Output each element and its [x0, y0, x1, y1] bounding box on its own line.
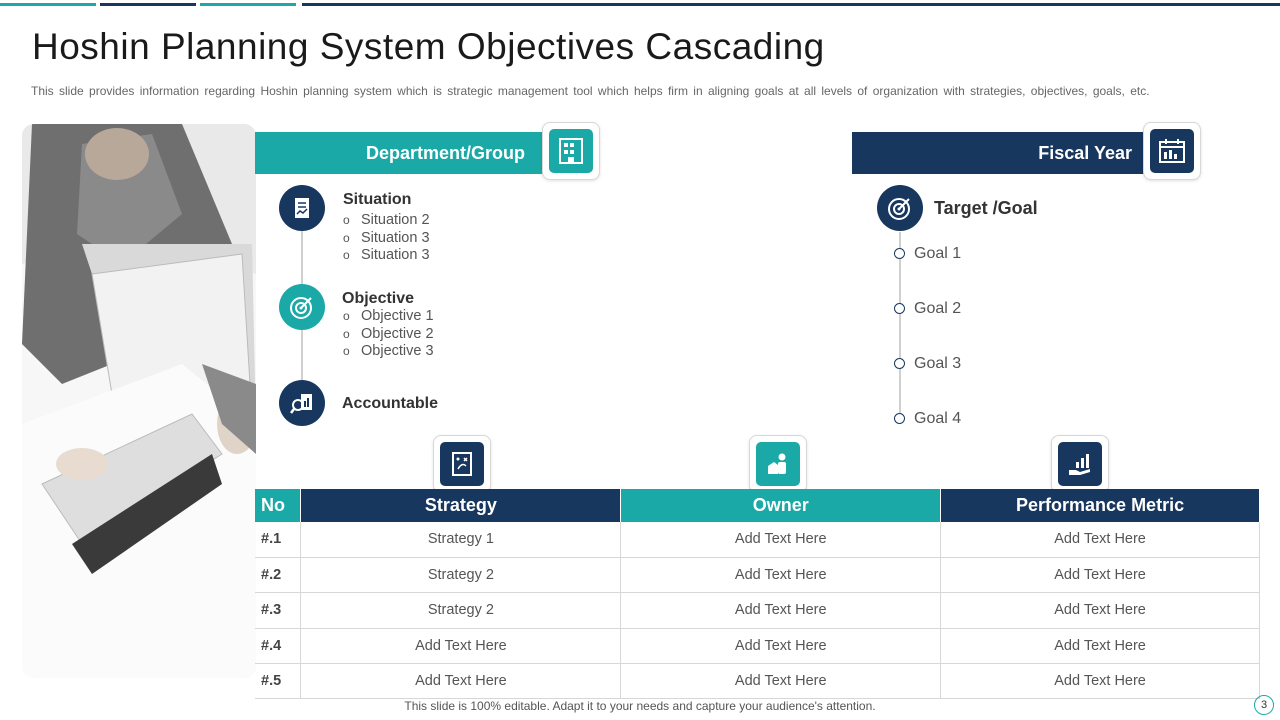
- list-item: Situation 3: [343, 230, 430, 248]
- top-accent-bar: [200, 3, 296, 6]
- goal-bullet-icon: [894, 248, 905, 259]
- col-header-owner: Owner: [620, 489, 942, 522]
- goal-timeline-line: [899, 232, 901, 422]
- cell-owner: Add Text Here: [620, 628, 942, 665]
- objective-heading: Objective: [342, 290, 415, 307]
- table-row: #.3 Strategy 2 Add Text Here Add Text He…: [255, 592, 1260, 629]
- metric-icon-box: [1051, 435, 1109, 493]
- cell-owner: Add Text Here: [620, 592, 942, 629]
- col-header-strategy: Strategy: [300, 489, 622, 522]
- cell-metric: Add Text Here: [940, 663, 1260, 700]
- cell-strategy: Strategy 2: [300, 592, 622, 629]
- col-header-no: No: [255, 489, 302, 522]
- department-group-header: Department/Group: [255, 132, 555, 174]
- magnifier-chart-icon: [279, 380, 325, 426]
- list-item: Objective 3: [343, 343, 434, 361]
- cell-no: #.5: [255, 663, 302, 700]
- goal-bullet-icon: [894, 303, 905, 314]
- page-number: 3: [1254, 695, 1274, 715]
- fiscal-year-header: Fiscal Year: [852, 132, 1158, 174]
- growth-hand-icon: [1058, 442, 1102, 486]
- goal-item: Goal 3: [894, 355, 961, 373]
- situation-heading: Situation: [343, 191, 412, 208]
- slide-subtitle: This slide provides information regardin…: [31, 84, 1150, 98]
- slide-title: Hoshin Planning System Objectives Cascad…: [32, 26, 825, 67]
- cell-owner: Add Text Here: [620, 557, 942, 594]
- goal-item: Goal 1: [894, 245, 961, 263]
- footer-note: This slide is 100% editable. Adapt it to…: [404, 699, 876, 713]
- cell-strategy: Add Text Here: [300, 628, 622, 665]
- list-item: Objective 1: [343, 308, 434, 326]
- cell-no: #.3: [255, 592, 302, 629]
- top-accent-bar: [100, 3, 196, 6]
- cell-metric: Add Text Here: [940, 592, 1260, 629]
- top-accent-bar: [302, 3, 1280, 6]
- cell-owner: Add Text Here: [620, 522, 942, 558]
- cell-strategy: Add Text Here: [300, 663, 622, 700]
- list-item: Situation 2: [343, 212, 430, 230]
- cell-strategy: Strategy 2: [300, 557, 622, 594]
- table-header-row: No Strategy Owner Performance Metric: [255, 489, 1260, 522]
- cell-owner: Add Text Here: [620, 663, 942, 700]
- situation-list: Situation 2 Situation 3 Situation 3: [343, 212, 430, 265]
- cell-metric: Add Text Here: [940, 628, 1260, 665]
- goal-bullet-icon: [894, 358, 905, 369]
- table-row: #.1 Strategy 1 Add Text Here Add Text He…: [255, 522, 1260, 558]
- table-row: #.5 Add Text Here Add Text Here Add Text…: [255, 663, 1260, 700]
- goal-bullet-icon: [894, 413, 905, 424]
- target-goal-icon: [877, 185, 923, 231]
- calendar-icon: [1150, 129, 1194, 173]
- target-goal-heading: Target /Goal: [934, 198, 1038, 218]
- top-accent-bar: [0, 3, 96, 6]
- table-row: #.4 Add Text Here Add Text Here Add Text…: [255, 628, 1260, 665]
- calendar-icon-box: [1143, 122, 1201, 180]
- cell-no: #.2: [255, 557, 302, 594]
- goal-item: Goal 4: [894, 410, 961, 428]
- building-icon-box: [542, 122, 600, 180]
- objective-list: Objective 1 Objective 2 Objective 3: [343, 308, 434, 361]
- goal-item: Goal 2: [894, 300, 961, 318]
- cell-metric: Add Text Here: [940, 522, 1260, 558]
- cell-no: #.4: [255, 628, 302, 665]
- office-meeting-photo: [22, 124, 256, 678]
- strategy-board-icon: [440, 442, 484, 486]
- strategy-icon-box: [433, 435, 491, 493]
- strategy-table: No Strategy Owner Performance Metric #.1…: [255, 489, 1260, 700]
- clipboard-chart-icon: [279, 185, 325, 231]
- owner-person-icon: [756, 442, 800, 486]
- cell-metric: Add Text Here: [940, 557, 1260, 594]
- cell-strategy: Strategy 1: [300, 522, 622, 558]
- col-header-performance-metric: Performance Metric: [940, 489, 1260, 522]
- list-item: Objective 2: [343, 326, 434, 344]
- target-icon: [279, 284, 325, 330]
- cell-no: #.1: [255, 522, 302, 558]
- accountable-heading: Accountable: [342, 395, 439, 412]
- table-row: #.2 Strategy 2 Add Text Here Add Text He…: [255, 557, 1260, 594]
- building-icon: [549, 129, 593, 173]
- owner-icon-box: [749, 435, 807, 493]
- list-item: Situation 3: [343, 247, 430, 265]
